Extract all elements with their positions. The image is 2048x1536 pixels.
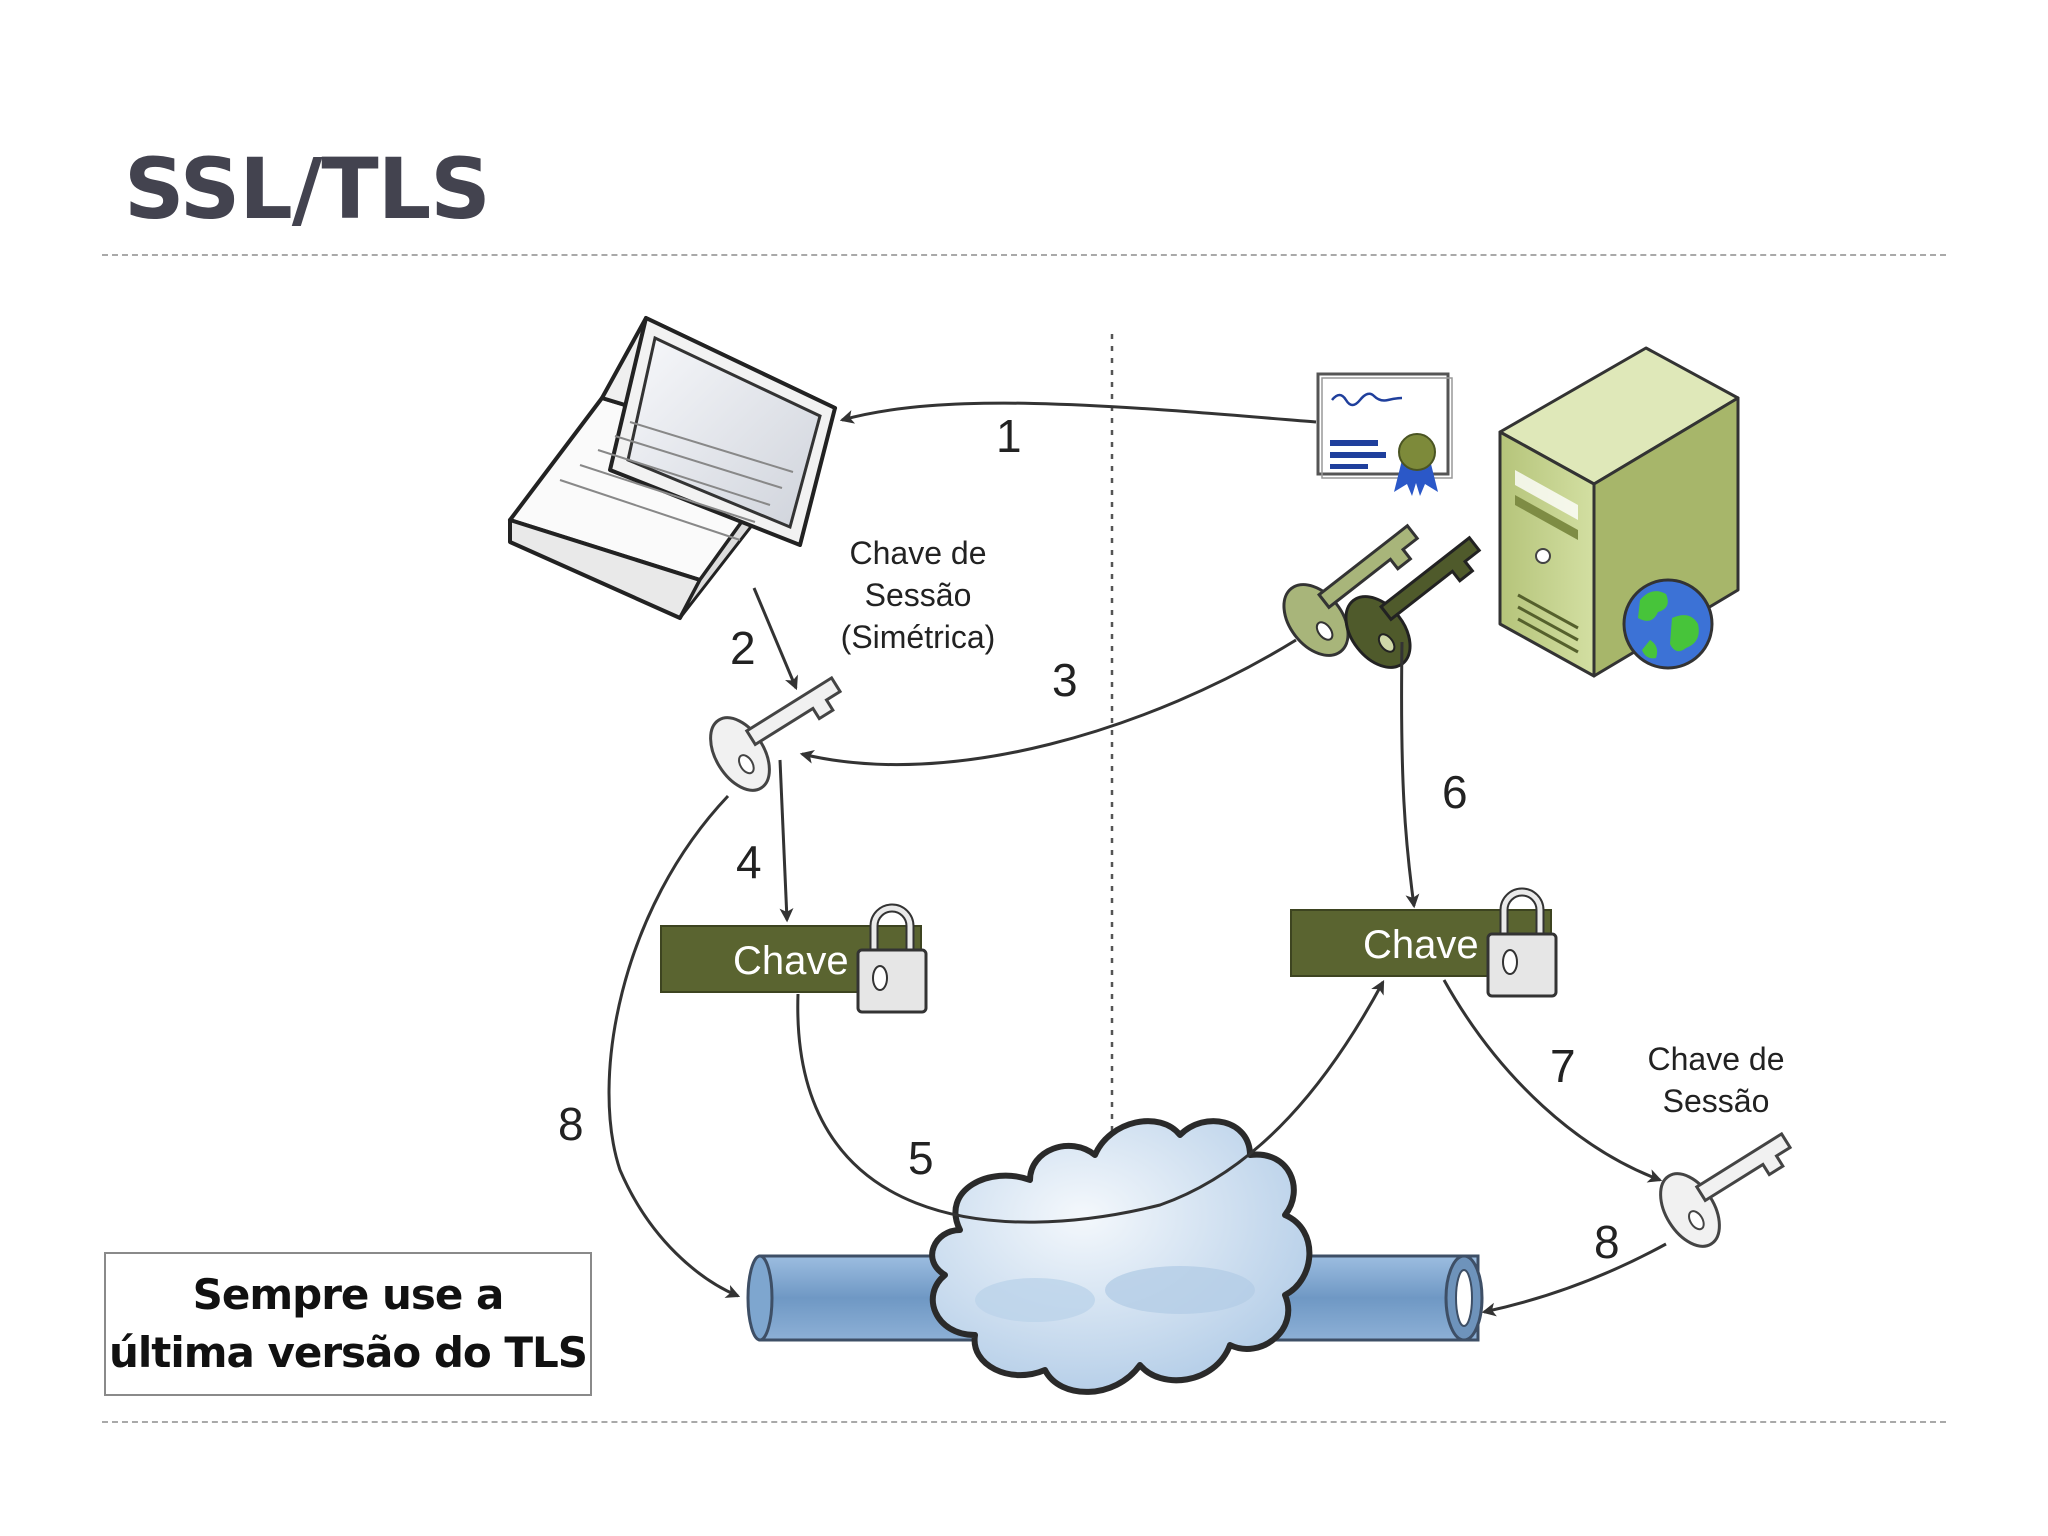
arrow-step-2	[752, 587, 798, 691]
step-6-label: 6	[1442, 766, 1468, 818]
tls-recommendation-line1: Sempre use a	[192, 1270, 505, 1319]
step-7-label: 7	[1550, 1040, 1576, 1092]
svg-text:Sessão: Sessão	[1663, 1083, 1770, 1119]
globe-icon	[1622, 578, 1714, 670]
arrow-step-4	[778, 759, 794, 923]
arrow-step-7	[1442, 979, 1663, 1183]
step-2-label: 2	[730, 622, 756, 674]
svg-text:(Simétrica): (Simétrica)	[841, 619, 996, 655]
arrow-step-5	[796, 979, 1385, 1224]
locked-key-right-label: Chave	[1363, 923, 1479, 967]
step-5-label: 5	[908, 1132, 934, 1184]
step-1-label: 1	[996, 410, 1022, 462]
arrow-step-8-left	[607, 794, 741, 1298]
step-8-right-label: 8	[1594, 1216, 1620, 1268]
internet-cloud-icon	[929, 1118, 1313, 1395]
padlock-icon	[856, 903, 928, 1014]
locked-key-left: Chave	[660, 903, 928, 1014]
step-8-left-label: 8	[558, 1098, 584, 1150]
session-key-icon	[709, 675, 843, 792]
locked-key-left-label: Chave	[733, 939, 849, 983]
arrow-step-8-right	[1481, 1242, 1667, 1317]
svg-text:Chave de: Chave de	[850, 535, 987, 571]
tls-recommendation-box: Sempre use a última versão do TLS	[104, 1252, 592, 1396]
certificate-icon	[1316, 372, 1453, 496]
step-4-label: 4	[736, 836, 762, 888]
laptop-icon	[508, 316, 837, 620]
arrow-step-6	[1400, 641, 1420, 909]
svg-text:Chave de: Chave de	[1648, 1041, 1785, 1077]
svg-text:Sessão: Sessão	[865, 577, 972, 613]
locked-key-right: Chave	[1290, 887, 1558, 998]
slide-title: SSL/TLS	[124, 140, 491, 238]
public-private-keys-icon	[1282, 523, 1482, 669]
padlock-icon	[1486, 887, 1558, 998]
arrow-step-1	[839, 401, 1317, 424]
step-3-label: 3	[1052, 654, 1078, 706]
bottom-divider	[102, 1421, 1946, 1423]
session-key-icon	[1659, 1131, 1793, 1248]
arrow-step-3	[799, 638, 1297, 767]
session-key-caption: Chave de Sessão (Simétrica)	[841, 535, 996, 655]
session-key-caption-right: Chave de Sessão	[1648, 1041, 1785, 1119]
tls-recommendation-line2: última versão do TLS	[108, 1328, 588, 1377]
top-divider	[102, 254, 1946, 256]
